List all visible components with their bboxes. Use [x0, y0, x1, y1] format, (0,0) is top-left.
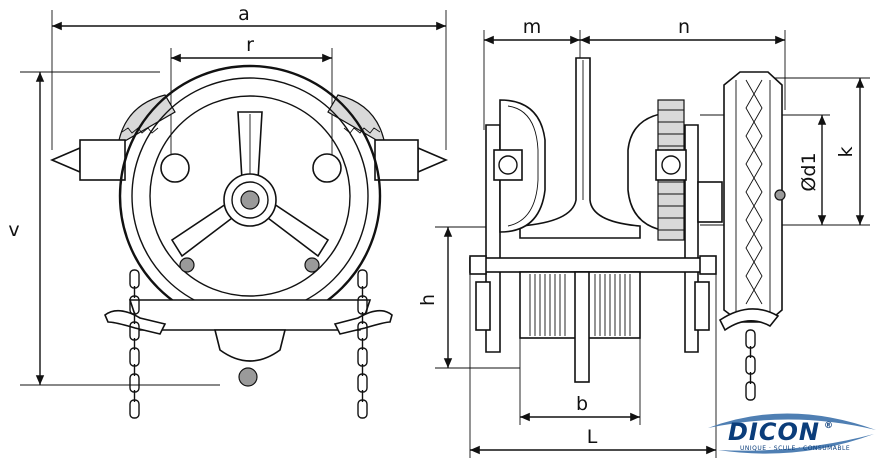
dimension-b: b — [519, 338, 641, 425]
left-axle-nut — [493, 149, 523, 181]
front-view: a r v — [8, 3, 449, 419]
right-bolt — [374, 139, 449, 181]
logo-swoosh-bottom — [718, 434, 874, 454]
logo-wordmark: DICON — [728, 418, 820, 446]
side-view: m n Ød1 k h — [417, 16, 870, 458]
dimension-b-label: b — [576, 393, 588, 415]
lower-body — [128, 299, 372, 331]
dicon-logo: DICON ® UNIQUE · SCULE · CONSUMABLE — [708, 413, 876, 454]
dimension-a: a — [51, 3, 447, 150]
left-bolt — [49, 139, 126, 181]
dimension-d1-label: Ød1 — [798, 152, 820, 191]
dimension-h-label: h — [417, 294, 439, 306]
dimension-v-label: v — [8, 219, 19, 241]
hook-shank — [574, 271, 590, 383]
dimension-L: L — [469, 272, 717, 458]
side-chain-guide — [718, 308, 780, 332]
load-block-ribs — [529, 274, 631, 336]
dimension-L-label: L — [587, 426, 598, 448]
side-hand-wheel — [723, 71, 786, 323]
hook-block — [213, 329, 287, 362]
dimension-n: n — [580, 16, 786, 110]
dimension-k: k — [740, 77, 870, 226]
right-hand-chain — [357, 269, 368, 419]
dimension-m: m — [483, 16, 581, 130]
logo-tagline: UNIQUE · SCULE · CONSUMABLE — [740, 445, 850, 452]
dimension-a-label: a — [238, 3, 250, 25]
side-hand-chain — [745, 329, 756, 401]
shaft-collar — [697, 181, 723, 223]
logo-swoosh-top — [708, 413, 876, 430]
cross-bolt — [469, 257, 716, 273]
i-beam — [519, 57, 641, 239]
dimension-v: v — [8, 71, 220, 386]
hand-wheel — [118, 64, 382, 328]
logo-registered: ® — [824, 421, 834, 431]
dimension-n-label: n — [678, 16, 690, 38]
left-hand-chain — [129, 269, 140, 419]
dimension-r-label: r — [246, 34, 254, 56]
dimension-m-label: m — [523, 16, 542, 38]
left-gear-lobe — [117, 94, 176, 147]
dimension-k-label: k — [835, 146, 857, 157]
right-axle-nut — [655, 149, 687, 181]
